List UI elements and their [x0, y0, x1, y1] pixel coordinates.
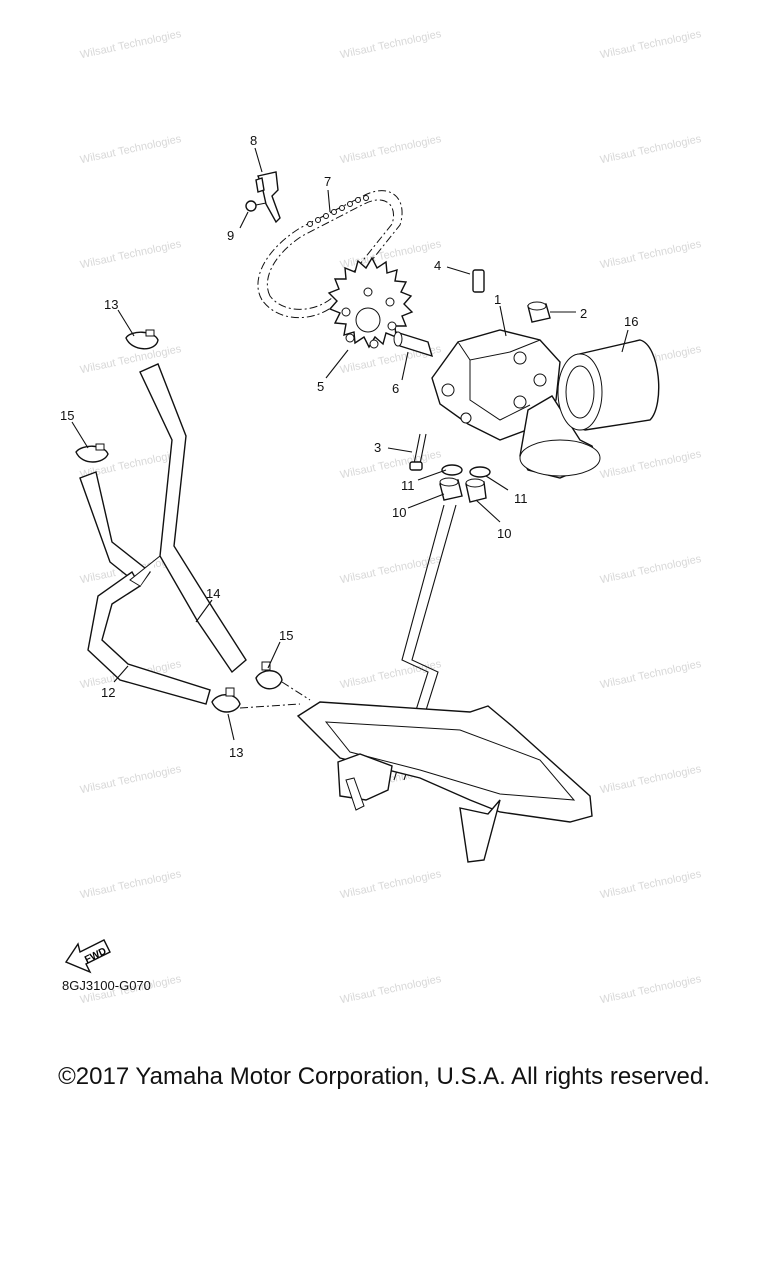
callout-13b: 13 [229, 745, 243, 760]
watermark-text: Wilsaut Technologies [599, 448, 703, 481]
hose-clamp-15-right[interactable] [255, 661, 283, 690]
hose-clamp-13-bottom[interactable] [211, 687, 241, 713]
watermark-text: Wilsaut Technologies [339, 28, 443, 61]
watermark-text: Wilsaut Technologies [79, 133, 183, 166]
callout-10a: 10 [392, 505, 406, 520]
watermark-text: Wilsaut Technologies [339, 553, 443, 586]
watermark-text: Wilsaut Technologies [599, 238, 703, 271]
oil-pump-assembly[interactable] [431, 329, 601, 479]
dowel-pin[interactable] [472, 269, 485, 293]
callout-11a: 11 [401, 478, 415, 493]
watermark-text: Wilsaut Technologies [79, 28, 183, 61]
callout-5: 5 [317, 379, 324, 394]
callout-2: 2 [580, 306, 587, 321]
watermark-text: Wilsaut Technologies [79, 868, 183, 901]
callout-labels: 1 2 3 4 5 6 7 8 9 10 10 11 11 12 13 13 1… [60, 133, 638, 760]
hose-clamp-15-left[interactable] [75, 443, 109, 463]
pipe-collar-left[interactable] [439, 477, 463, 501]
leader-lines [71, 147, 629, 741]
o-ring-left[interactable] [441, 464, 463, 476]
drive-chain[interactable] [257, 190, 403, 319]
watermark-text: Wilsaut Technologies [599, 133, 703, 166]
watermark-text: Wilsaut Technologies [79, 343, 183, 376]
chain-guide[interactable] [255, 171, 281, 224]
callout-1: 1 [494, 292, 501, 307]
copyright-notice: ©2017 Yamaha Motor Corporation, U.S.A. A… [58, 1063, 710, 1090]
guide-bolt[interactable] [245, 200, 267, 212]
callout-15b: 15 [279, 628, 293, 643]
oil-hose-12[interactable] [79, 471, 211, 705]
oil-pan[interactable] [296, 701, 593, 863]
watermark-text: Wilsaut Technologies [599, 868, 703, 901]
pump-bolt[interactable] [409, 433, 427, 471]
pipe-collar-right[interactable] [465, 478, 487, 503]
callout-15a: 15 [60, 408, 74, 423]
callout-3: 3 [374, 440, 381, 455]
callout-16: 16 [624, 314, 638, 329]
watermark-text: Wilsaut Technologies [599, 658, 703, 691]
o-ring-right[interactable] [469, 466, 491, 478]
callout-13a: 13 [104, 297, 118, 312]
oil-filter[interactable] [557, 339, 660, 431]
forward-arrow-icon: FWD [64, 939, 111, 974]
watermark-text: Wilsaut Technologies [79, 763, 183, 796]
watermark-text: Wilsaut Technologies [599, 553, 703, 586]
callout-6: 6 [392, 381, 399, 396]
watermark-text: Wilsaut Technologies [339, 133, 443, 166]
oil-pump-sprocket[interactable] [327, 256, 414, 349]
watermark-text: Wilsaut Technologies [599, 973, 703, 1006]
diagram-code: 8GJ3100-G070 [62, 978, 151, 993]
callout-8: 8 [250, 133, 257, 148]
callout-4: 4 [434, 258, 441, 273]
watermark-text: Wilsaut Technologies [599, 763, 703, 796]
callout-7: 7 [324, 174, 331, 189]
hose-clamp-13-top[interactable] [125, 329, 159, 350]
watermark-text: Wilsaut Technologies [79, 238, 183, 271]
callout-9: 9 [227, 228, 234, 243]
callout-14: 14 [206, 586, 220, 601]
callout-10b: 10 [497, 526, 511, 541]
watermark-text: Wilsaut Technologies [339, 973, 443, 1006]
watermark-text: Wilsaut Technologies [339, 868, 443, 901]
watermark-text: Wilsaut Technologies [599, 28, 703, 61]
oil-hose-14[interactable] [129, 363, 247, 674]
pump-shaft[interactable] [393, 330, 434, 358]
callout-12: 12 [101, 685, 115, 700]
callout-11b: 11 [514, 491, 528, 506]
watermark-text: Wilsaut Technologies [339, 238, 443, 271]
collar[interactable] [527, 301, 551, 323]
